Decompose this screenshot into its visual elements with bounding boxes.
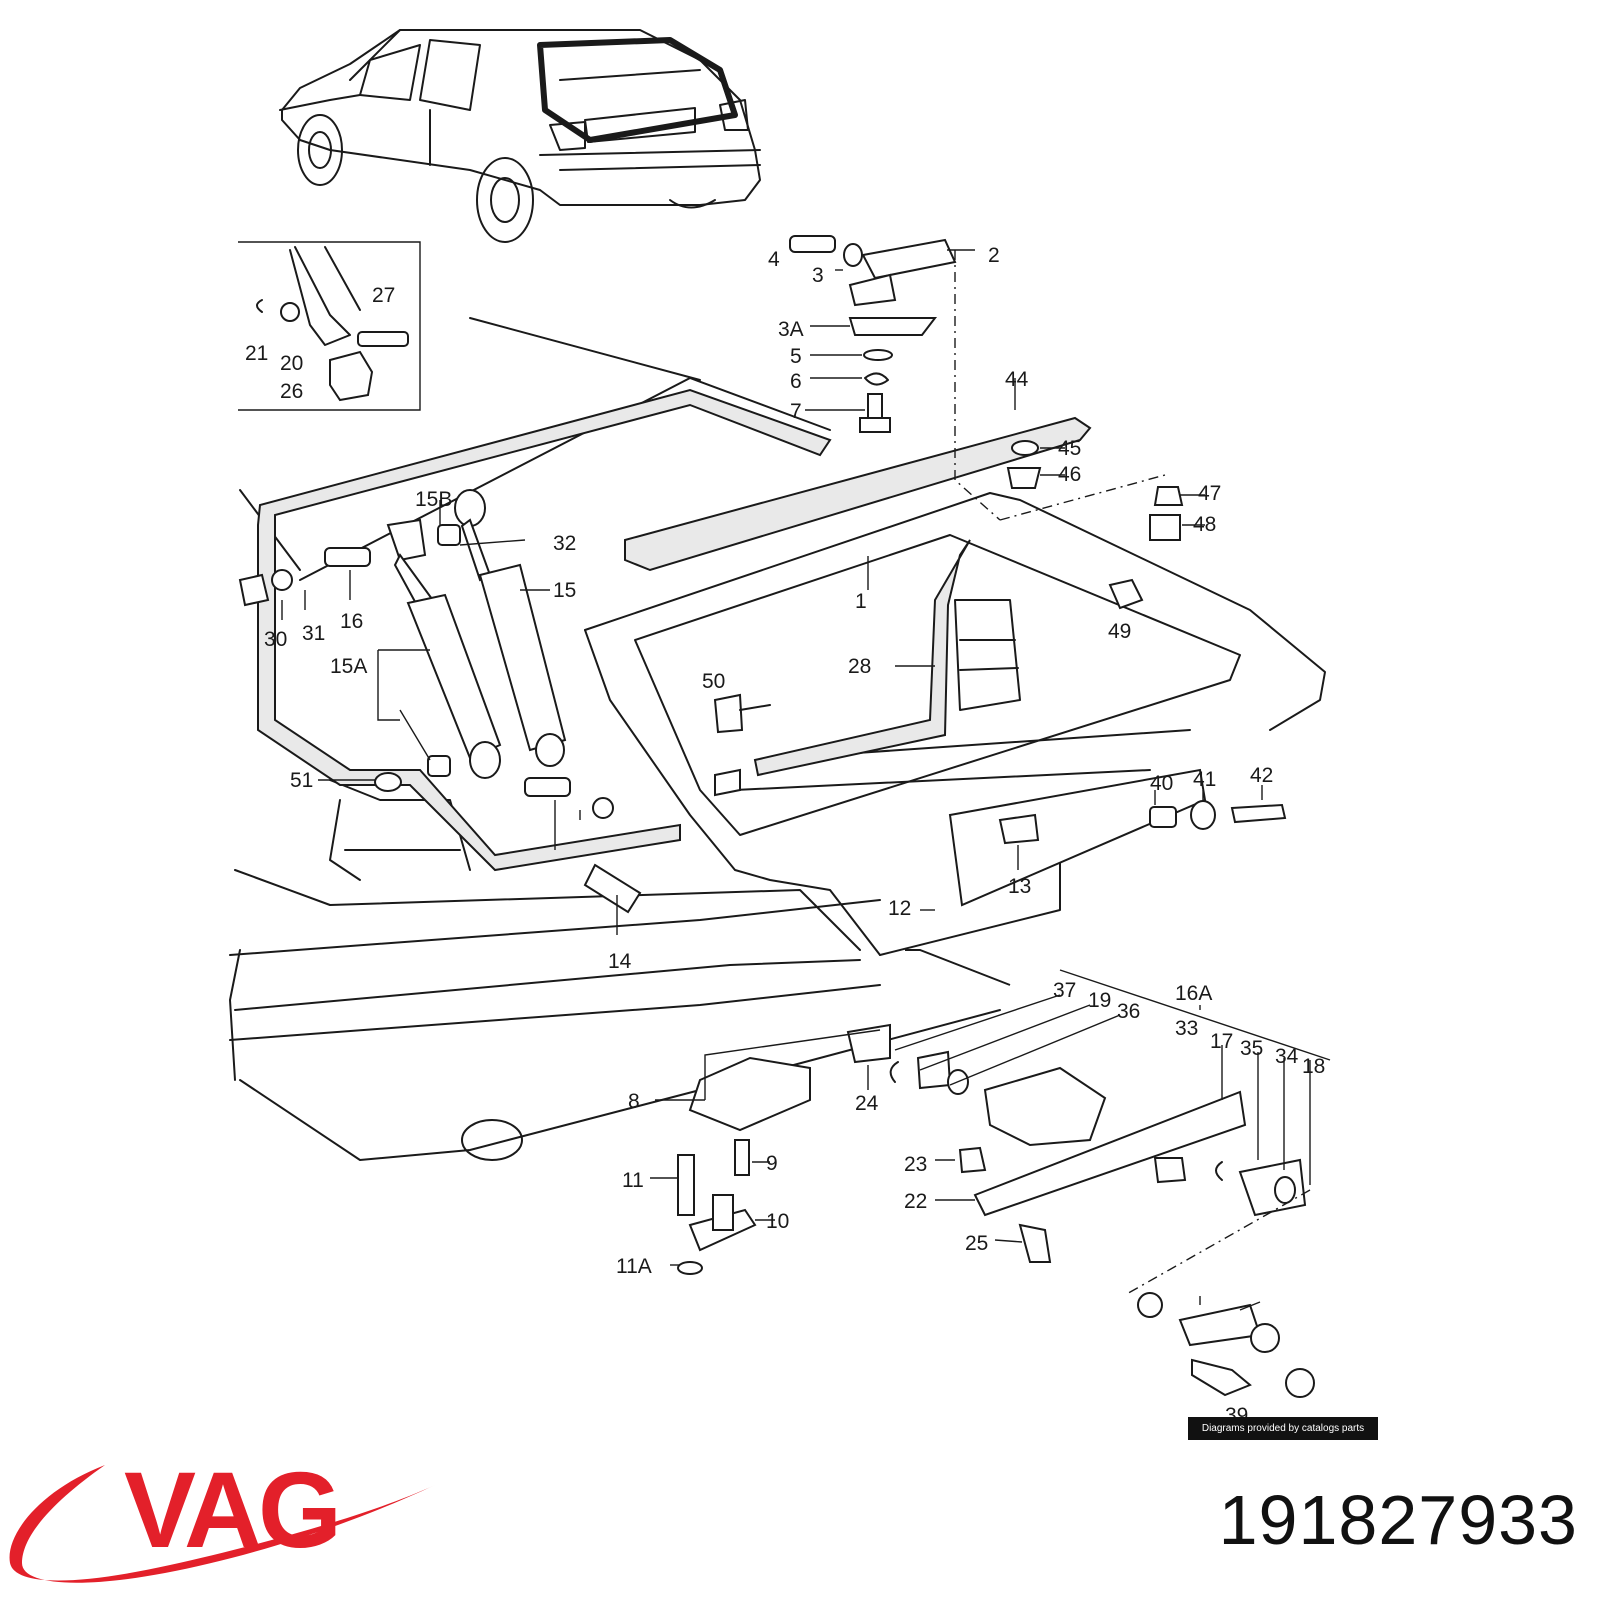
callout-label: 16A xyxy=(1175,982,1212,1005)
callout-label: 15 xyxy=(553,579,576,602)
callout-label: 26 xyxy=(280,380,303,403)
callout-label: 12 xyxy=(888,897,911,920)
leader-lines xyxy=(281,249,1331,1311)
callout-label: 22 xyxy=(904,1190,927,1213)
strut-mount-inset xyxy=(238,241,421,411)
callout-label: 34 xyxy=(1275,1045,1299,1068)
callout-label: 48 xyxy=(1193,513,1216,536)
callout-label: 37 xyxy=(1053,979,1076,1002)
callout-label: 20 xyxy=(280,352,303,375)
callout-label: 1 xyxy=(855,590,867,613)
logo-swoosh xyxy=(9,1465,435,1583)
callout-label: 4 xyxy=(768,248,780,271)
callout-label: 24 xyxy=(855,1092,879,1115)
callout-label: 21 xyxy=(245,342,268,365)
callout-label: 11A xyxy=(616,1255,652,1278)
callout-label: 50 xyxy=(702,670,725,693)
trim-parts xyxy=(374,693,1287,986)
callout-label: 44 xyxy=(1005,368,1029,391)
callout-label: 11 xyxy=(622,1169,644,1192)
gas-struts xyxy=(238,489,642,914)
callout-label: 28 xyxy=(848,655,871,678)
callout-label: 17 xyxy=(1210,1030,1233,1053)
callout-label: 7 xyxy=(790,400,802,423)
callout-label: 35 xyxy=(1240,1037,1263,1060)
diagram-credit: Diagrams provided by catalogs parts xyxy=(1188,1417,1378,1440)
callout-label: 25 xyxy=(965,1232,988,1255)
callout-label: 18 xyxy=(1302,1055,1325,1078)
callout-label: 10 xyxy=(766,1210,789,1233)
callout-label: 8 xyxy=(628,1090,640,1113)
tailgate-illustration xyxy=(229,317,1326,1161)
callout-label: 3 xyxy=(812,264,824,287)
callout-label: 46 xyxy=(1058,463,1081,486)
callout-label: 14 xyxy=(608,950,632,973)
callout-label: 5 xyxy=(790,345,802,368)
part-number: 191827933 xyxy=(1218,1481,1578,1559)
hinge-parts xyxy=(789,235,1184,610)
callout-label: 6 xyxy=(790,370,802,393)
logo-wordmark: VAG xyxy=(124,1449,338,1570)
callout-label: 32 xyxy=(553,532,576,555)
callout-label: 16 xyxy=(340,610,363,633)
callout-label: 13 xyxy=(1008,875,1031,898)
callout-label: 36 xyxy=(1117,1000,1140,1023)
callout-label: 30 xyxy=(264,628,287,651)
callout-label: 41 xyxy=(1193,768,1216,791)
callout-label: 45 xyxy=(1058,437,1081,460)
lock-parts xyxy=(677,1023,1315,1398)
callout-label: 42 xyxy=(1250,764,1273,787)
callout-label: 27 xyxy=(372,284,395,307)
callout-label: 47 xyxy=(1198,482,1221,505)
callout-label: 15A xyxy=(330,655,367,678)
callout-label: 15B xyxy=(415,488,452,511)
callout-labels: 1 2 3 3A 4 5 6 7 8 9 10 11 11A 12 13 14 … xyxy=(245,244,1325,1427)
callout-label: 2 xyxy=(988,244,1000,267)
vag-logo: VAG xyxy=(9,1449,435,1583)
callout-label: 40 xyxy=(1150,772,1173,795)
callout-label: 3A xyxy=(778,318,804,341)
car-overview-illustration xyxy=(279,29,761,243)
callout-label: 31 xyxy=(302,622,325,645)
callout-label: 19 xyxy=(1088,989,1111,1012)
callout-label: 51 xyxy=(290,769,313,792)
callout-label: 49 xyxy=(1108,620,1131,643)
callout-label: 9 xyxy=(766,1152,778,1175)
callout-label: 23 xyxy=(904,1153,927,1176)
seals xyxy=(257,388,1092,872)
callout-label: 33 xyxy=(1175,1017,1198,1040)
